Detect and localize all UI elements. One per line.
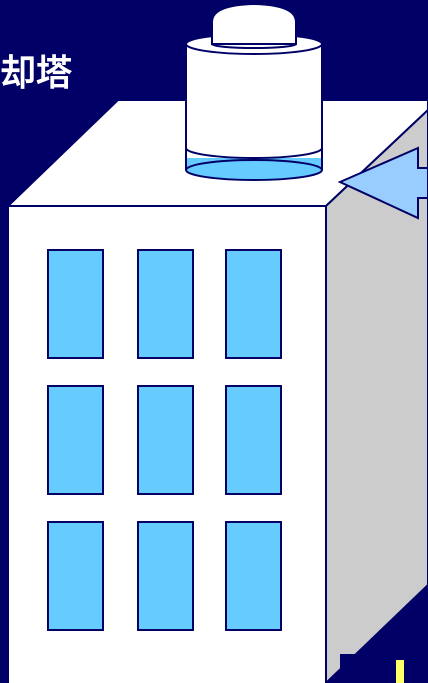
- window: [226, 386, 281, 494]
- window: [226, 522, 281, 630]
- bottom-accent-mark: [340, 654, 402, 683]
- window: [48, 386, 103, 494]
- window: [138, 522, 193, 630]
- window: [138, 386, 193, 494]
- window: [138, 250, 193, 358]
- bottom-accent-yellow: [396, 660, 404, 683]
- title-label: 却塔: [0, 52, 72, 96]
- window-grid: [48, 250, 281, 630]
- window: [226, 250, 281, 358]
- window: [48, 250, 103, 358]
- window: [48, 522, 103, 630]
